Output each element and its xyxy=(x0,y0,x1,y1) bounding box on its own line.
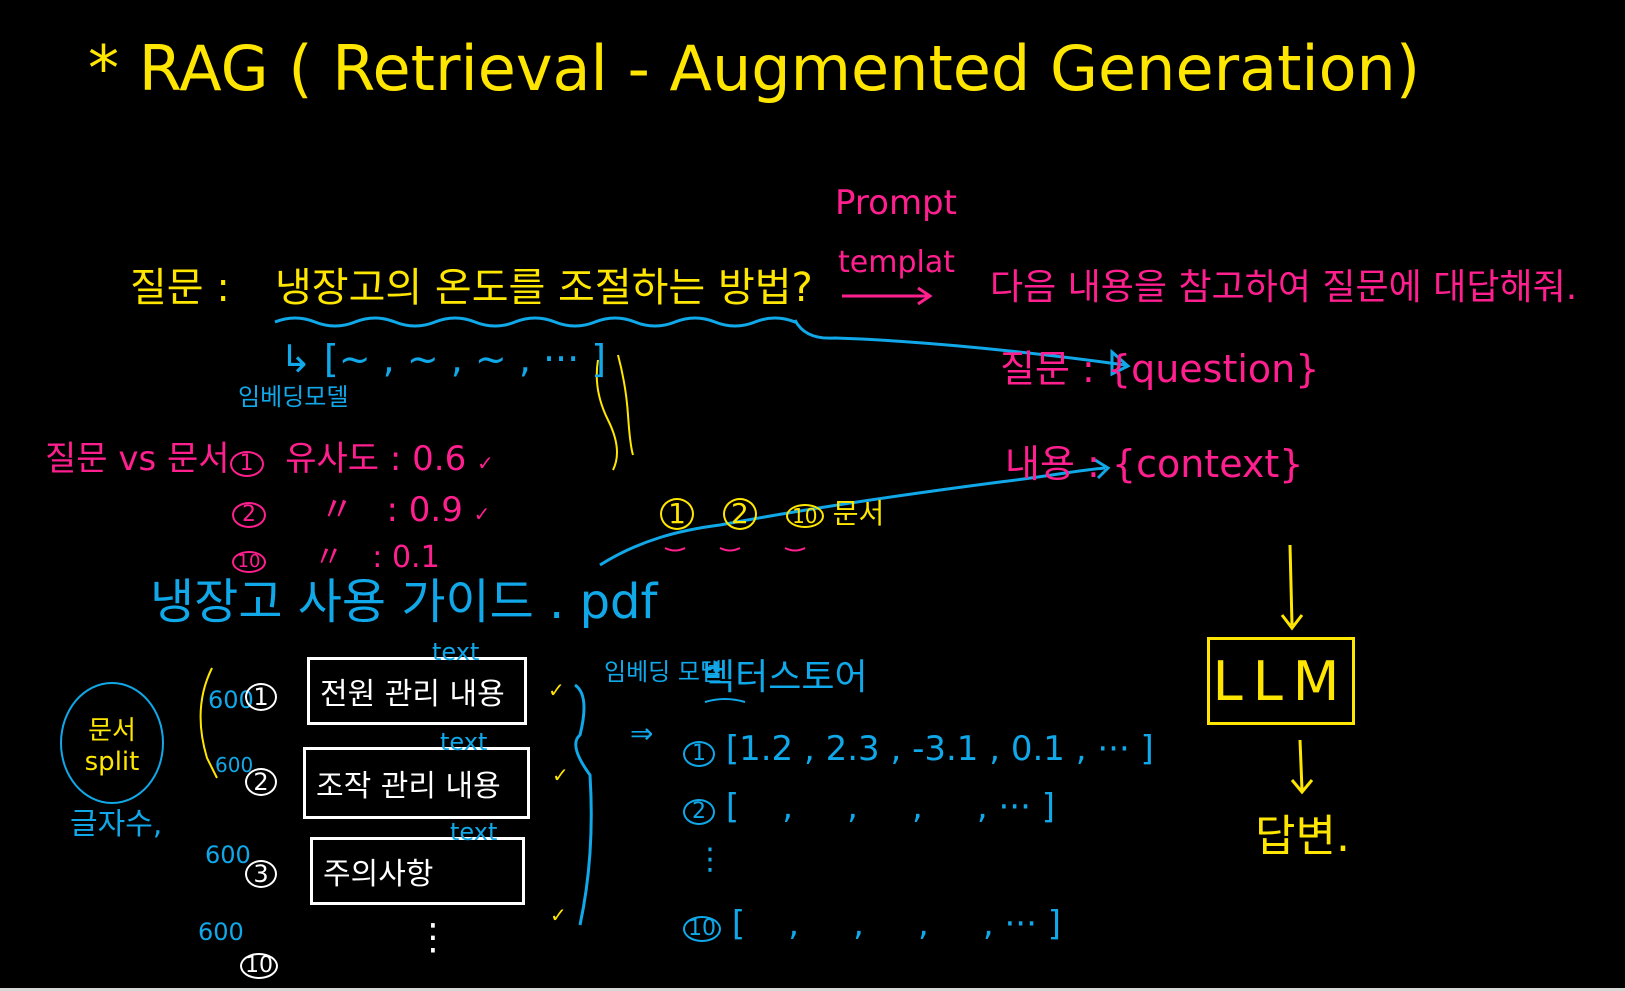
document-split-circle: 문서 split xyxy=(60,682,164,804)
vectorstore-underline xyxy=(704,698,746,703)
chunks-brace xyxy=(574,683,593,926)
prompt-template-arrow xyxy=(842,286,933,306)
question-to-template-arrow xyxy=(793,319,1126,367)
question-label: 질문 : xyxy=(130,265,230,311)
embedding-model-2-label: 임베딩 모델 xyxy=(604,658,723,686)
prompt-context-label: 내용 : xyxy=(1005,442,1100,486)
prompt-instruction: 다음 내용을 참고하여 질문에 대답해줘. xyxy=(990,267,1578,308)
similarity-sep: : xyxy=(386,490,398,530)
embedding-model-label: 임베딩모델 xyxy=(238,383,349,411)
vector-yellow-squiggles xyxy=(595,354,634,471)
prompt-context-var: {context} xyxy=(1111,442,1304,486)
embedding-vector: ↳ [~ , ~ , ~ , ··· ] xyxy=(280,337,607,381)
chunk-tag: text xyxy=(432,638,480,666)
vector-number: 2 xyxy=(683,799,715,825)
llm-box: LLM xyxy=(1207,637,1355,725)
chunk-box-1: 전원 관리 내용 xyxy=(307,657,527,725)
chunk-number: 10 xyxy=(240,953,278,979)
prompt-context-line: 내용 : {context} xyxy=(1005,445,1303,483)
split-line-1: 문서 xyxy=(88,715,136,746)
chunk-tag: text xyxy=(440,728,488,756)
llm-to-answer-arrow xyxy=(1290,739,1314,795)
vector-number: 1 xyxy=(683,741,715,767)
check-icon: ✓ xyxy=(548,678,565,702)
context-arrow-head xyxy=(1094,458,1111,480)
bottom-edge xyxy=(0,988,1625,991)
similarity-prefix: 질문 vs 문서 xyxy=(45,439,230,479)
vector-row-1: 1 [1.2 , 2.3 , -3.1 , 0.1 , ··· ] xyxy=(683,732,1154,767)
vector-values: [1.2 , 2.3 , -3.1 , 0.1 , ··· ] xyxy=(725,729,1154,769)
question-underline xyxy=(274,316,797,328)
check-icon: ✓ xyxy=(477,451,494,475)
check-icon: ✓ xyxy=(550,903,567,927)
vector-row-2: 2 [ , , , , ··· ] xyxy=(683,790,1055,825)
chunk-number: 3 xyxy=(245,860,277,888)
similarity-label: 〃 xyxy=(320,490,355,530)
pdf-name: 냉장고 사용 가이드 . pdf xyxy=(150,574,658,630)
chunk-number: 2 xyxy=(245,768,277,796)
chunks-bracket xyxy=(199,667,218,779)
chunk-size: 600 xyxy=(215,753,254,777)
prompt-question-label: 질문 : xyxy=(1000,347,1095,391)
vector-values: [ , , , , ··· ] xyxy=(725,787,1055,827)
similarity-label: 유사도 xyxy=(285,439,380,479)
docs-to-context-arrow xyxy=(599,466,1106,567)
doc-number: 2 xyxy=(232,502,266,528)
double-arrow-icon: ⇒ xyxy=(630,717,654,750)
doc-number: 2 xyxy=(722,498,757,530)
answer-label: 답변. xyxy=(1255,811,1350,862)
vector-number: 10 xyxy=(683,916,721,942)
doc-number: 1 xyxy=(229,451,264,477)
prompt-question-line: 질문 : {question} xyxy=(1000,350,1319,388)
chunk-size: 600 xyxy=(205,841,251,869)
similarity-row-2: 2 〃 : 0.9 ✓ xyxy=(232,493,490,528)
chunk-ellipsis: ⋮ xyxy=(415,917,451,958)
vector-row-10: 10 [ , , , , ··· ] xyxy=(683,907,1061,942)
check-icon: ✓ xyxy=(552,763,569,787)
doc-number: 1 xyxy=(660,498,694,530)
template-to-llm-arrow xyxy=(1280,544,1304,631)
vector-values: [ , , , , ··· ] xyxy=(731,904,1061,944)
similarity-value: 0.1 xyxy=(391,540,440,575)
similarity-row-3: 10 〃 : 0.1 xyxy=(232,543,440,573)
doc-number-underlines xyxy=(664,547,806,552)
chunk-box-3: 주의사항 xyxy=(310,837,525,905)
check-icon: ✓ xyxy=(473,502,491,526)
doc-number: 10 xyxy=(785,504,824,528)
chunk-number: 1 xyxy=(245,683,277,711)
vectorstore-label: 벡터스토어 xyxy=(702,657,868,698)
prompt-template-title-1: Prompt xyxy=(835,183,957,223)
similarity-sep: : xyxy=(372,540,383,575)
page-title: * RAG ( Retrieval - Augmented Generation… xyxy=(88,32,1421,105)
similarity-value: 0.6 xyxy=(412,439,467,479)
char-count-note: 글자수, xyxy=(70,807,163,842)
split-line-2: split xyxy=(84,746,140,777)
prompt-question-var: {question} xyxy=(1106,347,1320,391)
selected-docs: 1 2 10 문서 xyxy=(660,498,884,530)
chunk-box-2: 조작 관리 내용 xyxy=(303,747,530,819)
question-text: 냉장고의 온도를 조절하는 방법? xyxy=(275,265,813,311)
similarity-value: 0.9 xyxy=(408,490,463,530)
similarity-sep: : xyxy=(389,439,402,479)
similarity-label: 〃 xyxy=(313,540,344,575)
question-arrow-head xyxy=(1110,348,1131,377)
docs-label: 문서 xyxy=(832,497,885,530)
chunk-size: 600 xyxy=(198,918,244,946)
chunk-tag: text xyxy=(450,818,498,846)
prompt-template-title-2: templat xyxy=(838,245,955,280)
doc-number: 10 xyxy=(232,551,266,573)
vector-row-ellipsis: ⋮ xyxy=(695,842,725,877)
